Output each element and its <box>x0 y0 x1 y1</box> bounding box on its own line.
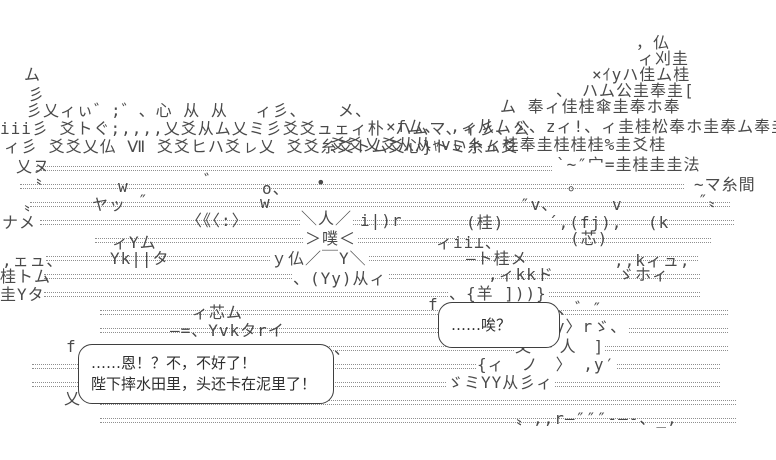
speech-bubble-left-line-2: 陛下摔水田里，头还卡在泥里了！ <box>91 375 317 393</box>
water-band <box>95 238 711 243</box>
water-band <box>100 400 736 405</box>
aa-line: ＼人／ <box>300 209 354 228</box>
aa-line: 〟 <box>24 195 42 214</box>
aa-line: 圭Yタ <box>0 285 45 304</box>
aa-line: o、 <box>262 179 290 198</box>
aa-line: ム <box>24 65 42 84</box>
aa-line: ィ芯ム <box>192 303 244 322</box>
aa-line: ´,(fj), <box>548 213 623 232</box>
speech-bubble-right-line-1: ……唉？ <box>451 315 512 334</box>
aa-line: • <box>316 173 327 192</box>
water-band <box>46 256 698 261</box>
aa-line: ,,kィュ, <box>614 251 691 270</box>
aa-line: ｙ仏／￣Y＼ <box>270 249 368 268</box>
aa-line: 、{羊 ]))} <box>448 284 548 303</box>
aa-line: Yk||タ <box>110 249 170 268</box>
aa-line: 桂トム <box>0 267 52 286</box>
aa-line: i|)r <box>360 211 403 230</box>
aa-line: 、 ハム公圭奉圭[ <box>556 81 695 100</box>
aa-line: ィii⊥、 <box>436 233 502 252</box>
aa-line: 〝 <box>26 177 44 196</box>
aa-line: ~マ糸間 <box>694 175 756 194</box>
aa-line: 。 <box>568 175 586 194</box>
aa-line: ゞミYY从彡ィ <box>446 373 555 392</box>
aa-line: (桂) <box>466 213 505 232</box>
aa-line: ″ <box>138 191 149 210</box>
aa-line: ＞噗＜ <box>304 229 358 248</box>
aa-line: `~″宀=圭桂圭圭法 <box>556 155 701 174</box>
aa-line: (k <box>648 213 670 232</box>
speech-bubble-left-line-1: ……恩！？不，不好了！ <box>91 354 257 372</box>
aa-line: ,ェュ、 <box>2 251 64 270</box>
aa-line: ナメ <box>2 213 37 232</box>
aa-line: 爻爻乂爻从从ｬvぃトィ桂奉圭桂桂桂%圭爻桂 <box>330 135 667 154</box>
aa-line: 、(Yy)从ィ <box>292 269 388 288</box>
aa-line: 彡乂ィぃ゛;゛、心 从 从 ィ彡、 <box>26 101 307 120</box>
aa-line: 彡 <box>28 85 46 104</box>
aa-line: ×ｲyハ佳ム桂 <box>592 65 691 84</box>
aa-line: ゛ <box>204 171 222 190</box>
aa-line: ィ刈圭 <box>638 49 690 68</box>
aa-line: w <box>260 193 271 212</box>
aa-line: ゞホィ <box>618 265 670 284</box>
water-band <box>20 184 684 189</box>
aa-line: w <box>118 177 129 196</box>
aa-line: 〟,,r―″″″‐―-、_, <box>516 409 678 428</box>
aa-line: iii彡 爻トぐ;,,,,乂爻从ム乂ミ彡爻爻ュェィ朴 ハムマ、ィ彡、公 <box>0 119 531 138</box>
aa-line: ―=、Yvkタrイ <box>170 321 285 340</box>
aa-line: ，仏 <box>636 33 671 52</box>
aa-line: ィYム <box>112 233 157 252</box>
aa-line: 、゛″ <box>558 299 603 318</box>
water-band <box>100 310 728 315</box>
aa-line: v <box>612 195 623 214</box>
water-band <box>100 418 736 423</box>
water-band <box>32 364 720 369</box>
aa-line: 乂ヌ <box>16 157 51 176</box>
aa-line: メ、 <box>338 101 373 120</box>
aa-line: 〈《〈:〉 <box>186 211 249 230</box>
aa-line: ィ彡 爻爻乂仏 Ⅶ 爻爻ヒハ爻ㇾ乂 爻爻糸爻トム爻心}トミ糸ム爻 <box>4 137 519 156</box>
aa-line: 乂 <box>64 389 82 408</box>
aa-line: ×fム、 ,ィ从ムゞ、zィ!、ィ圭桂松奉ホ圭奉ム奉圭 <box>386 117 776 136</box>
aa-line: 、 <box>334 339 352 358</box>
aa-line: ム 奉ィ佳桂傘圭奉ホ奉 <box>500 97 681 116</box>
aa-line: (芯) <box>570 229 609 248</box>
aa-line: ,ィkkド <box>488 265 554 284</box>
aa-line: ヤッ <box>92 195 127 214</box>
water-band <box>40 220 734 225</box>
water-band <box>44 292 700 297</box>
speech-bubble-right: ……唉？ <box>438 302 560 348</box>
water-band <box>100 328 728 333</box>
aa-line: ″〟 <box>698 191 726 210</box>
aa-line: ―ト桂メ <box>466 249 528 268</box>
aa-line: f <box>428 295 439 314</box>
speech-bubble-left: ……恩！？不，不好了！ 陛下摔水田里，头还卡在泥里了！ <box>78 344 334 404</box>
water-band <box>100 346 728 351</box>
water-band <box>32 382 720 387</box>
aa-line: ″v、 <box>520 195 559 214</box>
water-band <box>30 202 730 207</box>
aa-line: {ィ ノ 〉 ,y′ <box>476 355 617 374</box>
aa-line: f <box>66 337 77 356</box>
water-band <box>36 166 552 171</box>
